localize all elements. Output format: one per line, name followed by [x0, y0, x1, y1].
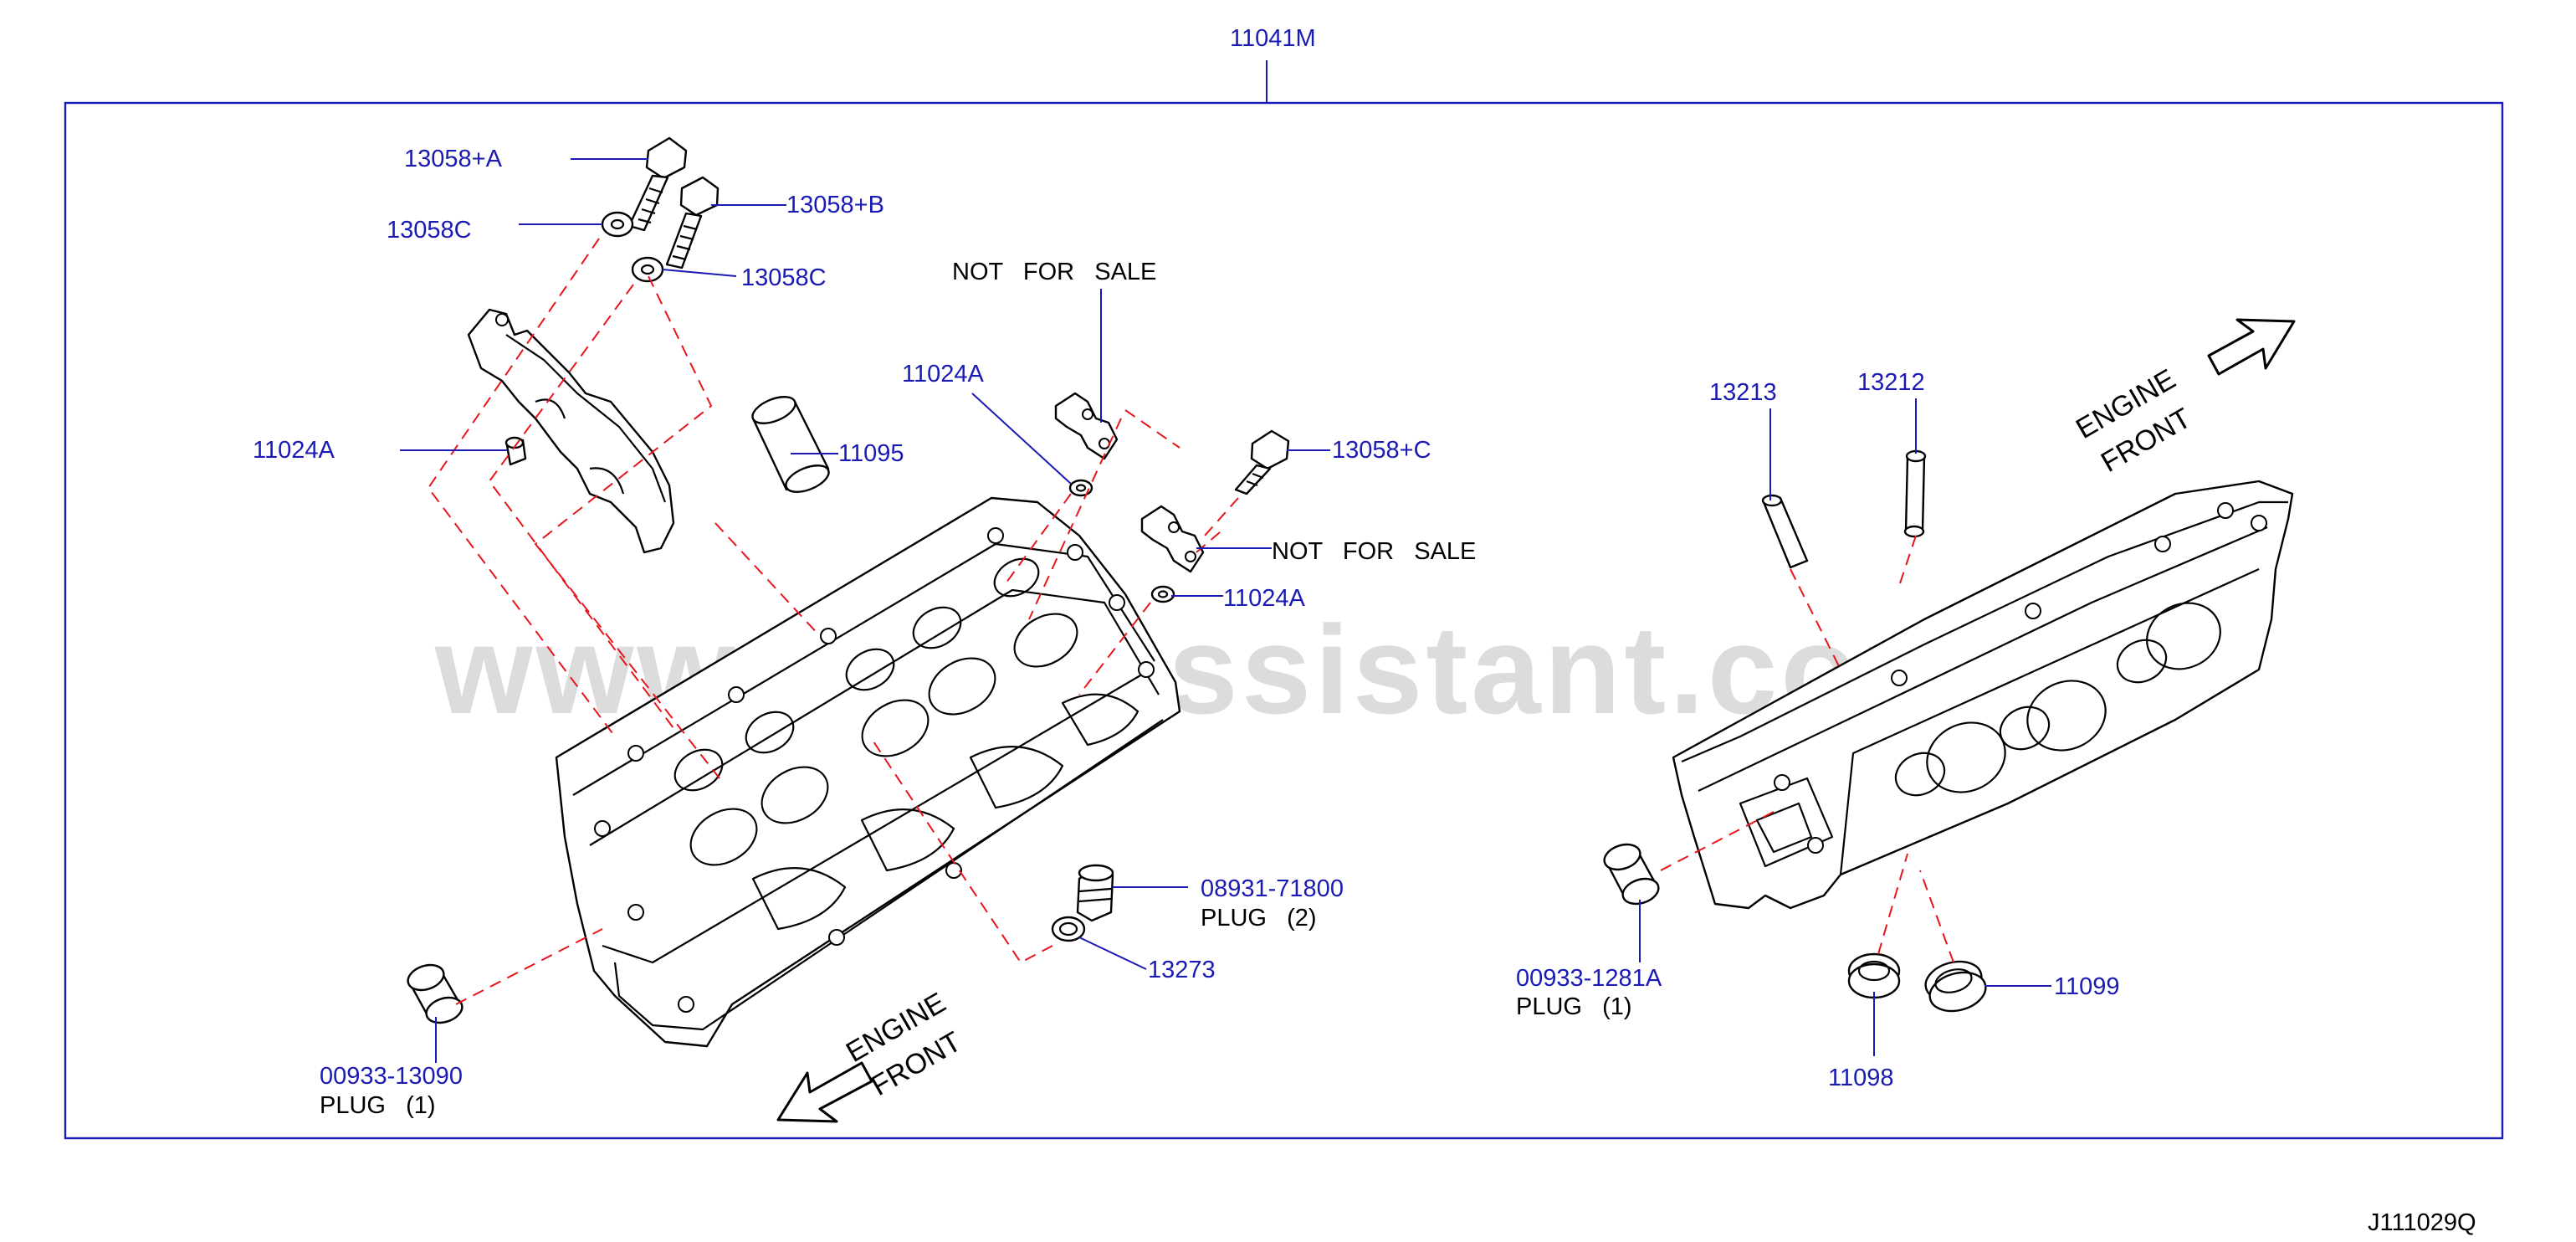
label-bolt-13058a: 13058+A — [404, 146, 503, 172]
label-bolt-13058b: 13058+B — [786, 192, 884, 218]
cam-cap-upper — [1054, 392, 1119, 460]
label-washer-13273: 13273 — [1148, 957, 1216, 983]
assembly-guide-lines — [427, 238, 1954, 1005]
bolt-13058a — [627, 136, 688, 232]
bolt-13058b — [665, 176, 720, 269]
label-pipe-11095: 11095 — [838, 440, 904, 467]
label-plug-08931-desc: PLUG (2) — [1201, 905, 1317, 932]
valve-seat-11098 — [1847, 952, 1901, 999]
arrow-left-icon — [776, 1061, 873, 1123]
label-dowel-lower: 11024A — [1223, 585, 1305, 612]
plug-00933-13090 — [407, 963, 463, 1024]
washer-13058c-left — [601, 211, 634, 238]
pipe-11095 — [751, 396, 830, 493]
label-guide-13213: 13213 — [1709, 379, 1777, 406]
valve-seat-11099 — [1924, 960, 1987, 1013]
drawing-number: J111029Q — [2368, 1209, 2476, 1236]
plug-00933-1281a — [1603, 843, 1660, 906]
leader-lines — [400, 158, 2051, 1063]
label-plug-00933-13090: 00933-13090 — [320, 1063, 463, 1090]
label-dowel-bracket: 11024A — [253, 437, 335, 464]
label-dowel-upper: 11024A — [902, 361, 984, 387]
label-not-for-sale-upper: NOT FOR SALE — [952, 259, 1156, 285]
dowel-pin-bracket — [504, 436, 527, 466]
cylinder-head-left — [555, 496, 1181, 1048]
label-washer-13058c-left: 13058C — [387, 217, 472, 244]
label-guide-13212: 13212 — [1857, 369, 1925, 396]
bolt-13058c-assembly — [1234, 429, 1290, 495]
engine-front-indicator-left: ENGINE FRONT — [776, 987, 966, 1123]
cam-cap-lower — [1140, 505, 1205, 573]
label-bolt-13058c: 13058+C — [1332, 437, 1431, 464]
engine-front-indicator-right: ENGINE FRONT — [2071, 318, 2296, 479]
washer-13058c-right — [631, 256, 664, 283]
dowel-pin-upper — [1068, 479, 1093, 497]
arrow-right-icon — [2207, 318, 2296, 376]
label-plug-08931-71800: 08931-71800 — [1201, 875, 1344, 902]
camshaft-bracket — [467, 308, 675, 554]
label-seat-11099: 11099 — [2054, 973, 2120, 1000]
cylinder-head-right — [1672, 480, 2294, 910]
dowel-pin-lower — [1150, 585, 1175, 603]
washer-13273 — [1051, 916, 1086, 942]
valve-guide-13213 — [1761, 494, 1809, 569]
label-plug-00933-13090-desc: PLUG (1) — [320, 1092, 436, 1119]
assembly-number: 11041M — [1230, 25, 1316, 52]
label-seat-11098: 11098 — [1828, 1065, 1894, 1091]
assembly-frame — [64, 101, 2504, 1140]
label-plug-00933-1281a: 00933-1281A — [1516, 965, 1662, 992]
plug-08931-71800 — [1076, 864, 1114, 922]
valve-guide-13212 — [1903, 449, 1927, 538]
label-not-for-sale-lower: NOT FOR SALE — [1272, 538, 1476, 565]
label-washer-13058c-right: 13058C — [741, 264, 827, 291]
label-plug-00933-1281a-desc: PLUG (1) — [1516, 993, 1632, 1020]
